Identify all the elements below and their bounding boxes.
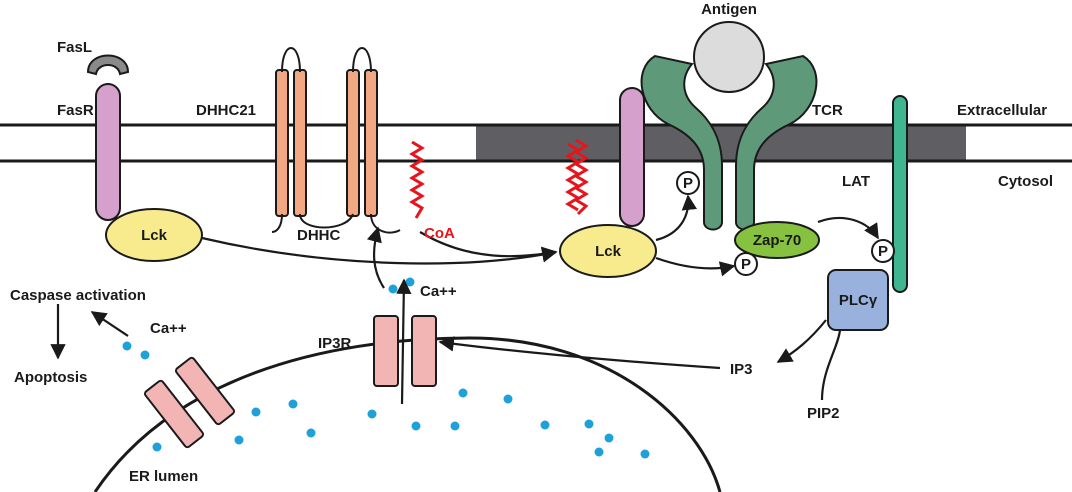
zap70-label: Zap-70	[753, 232, 801, 249]
fasl-ligand	[86, 54, 130, 76]
lck-anchor	[619, 87, 645, 227]
fasr-receptor	[95, 83, 121, 221]
apoptosis-label: Apoptosis	[14, 369, 87, 386]
pip2-label: PIP2	[807, 405, 840, 422]
arrow-coa-to-lck	[419, 231, 558, 262]
pathway-arrows	[50, 194, 879, 405]
tcr-label: TCR	[812, 102, 843, 119]
antigen-label: Antigen	[701, 1, 757, 18]
dhhc21-label: DHHC21	[196, 102, 256, 119]
caspase-label: Caspase activation	[10, 287, 146, 304]
zap70-kinase	[734, 221, 820, 259]
phospho-sites: P P P	[676, 171, 895, 276]
lat-label: LAT	[842, 173, 870, 190]
dhhc21-loops	[271, 47, 401, 234]
arrow-ca-to-caspase	[90, 311, 129, 337]
coa-label: CoA	[424, 225, 455, 242]
dhhc21-enzyme	[275, 69, 378, 217]
arrow-ca-to-dhhc	[366, 226, 385, 289]
ip3-label: IP3	[730, 361, 753, 378]
ip3r-label: IP3R	[318, 335, 352, 352]
lck-right-label: Lck	[595, 243, 622, 260]
phospho-lat: P	[871, 239, 895, 263]
dhhc-label: DHHC	[297, 227, 340, 244]
pip2-to-plcg-curve	[820, 329, 842, 401]
plasma-membrane	[0, 123, 1072, 163]
arrow-zap-to-p-lat	[817, 217, 879, 240]
arrow-lck-to-lck	[201, 236, 558, 265]
lck-left	[105, 208, 203, 262]
fasr-label: FasR	[57, 102, 94, 119]
arrow-lck-to-p-zap	[655, 256, 736, 277]
palmitate-coa-chain	[409, 140, 425, 219]
phospho-tcr-label: P	[683, 175, 693, 192]
arrow-ip3r-ca	[396, 278, 412, 405]
phospho-zap70: P	[734, 252, 758, 276]
phospho-zap70-label: P	[741, 256, 751, 273]
fasl-label: FasL	[57, 39, 92, 56]
lck-right	[559, 224, 657, 278]
arrow-lck-to-p-tcr	[655, 194, 698, 242]
phospho-tcr: P	[676, 171, 700, 195]
lck-left-label: Lck	[141, 227, 168, 244]
cytosol-label: Cytosol	[998, 173, 1053, 190]
phospho-lat-label: P	[878, 243, 888, 260]
ca-top-label: Ca++	[420, 283, 457, 300]
lat-adaptor	[892, 95, 908, 293]
palmitate-chains-lck	[565, 138, 589, 216]
arrow-ip3-to-ip3r	[438, 336, 721, 370]
ca-left-label: Ca++	[150, 320, 187, 337]
antigen	[693, 21, 765, 93]
er-channel-left	[143, 356, 236, 449]
arrow-plcg-to-ip3	[776, 319, 827, 363]
plcg-enzyme	[827, 269, 889, 331]
ip3r-channel	[373, 315, 437, 387]
er-lumen-label: ER lumen	[129, 468, 198, 485]
plcg-label: PLCγ	[839, 292, 878, 309]
extracellular-label: Extracellular	[957, 102, 1047, 119]
